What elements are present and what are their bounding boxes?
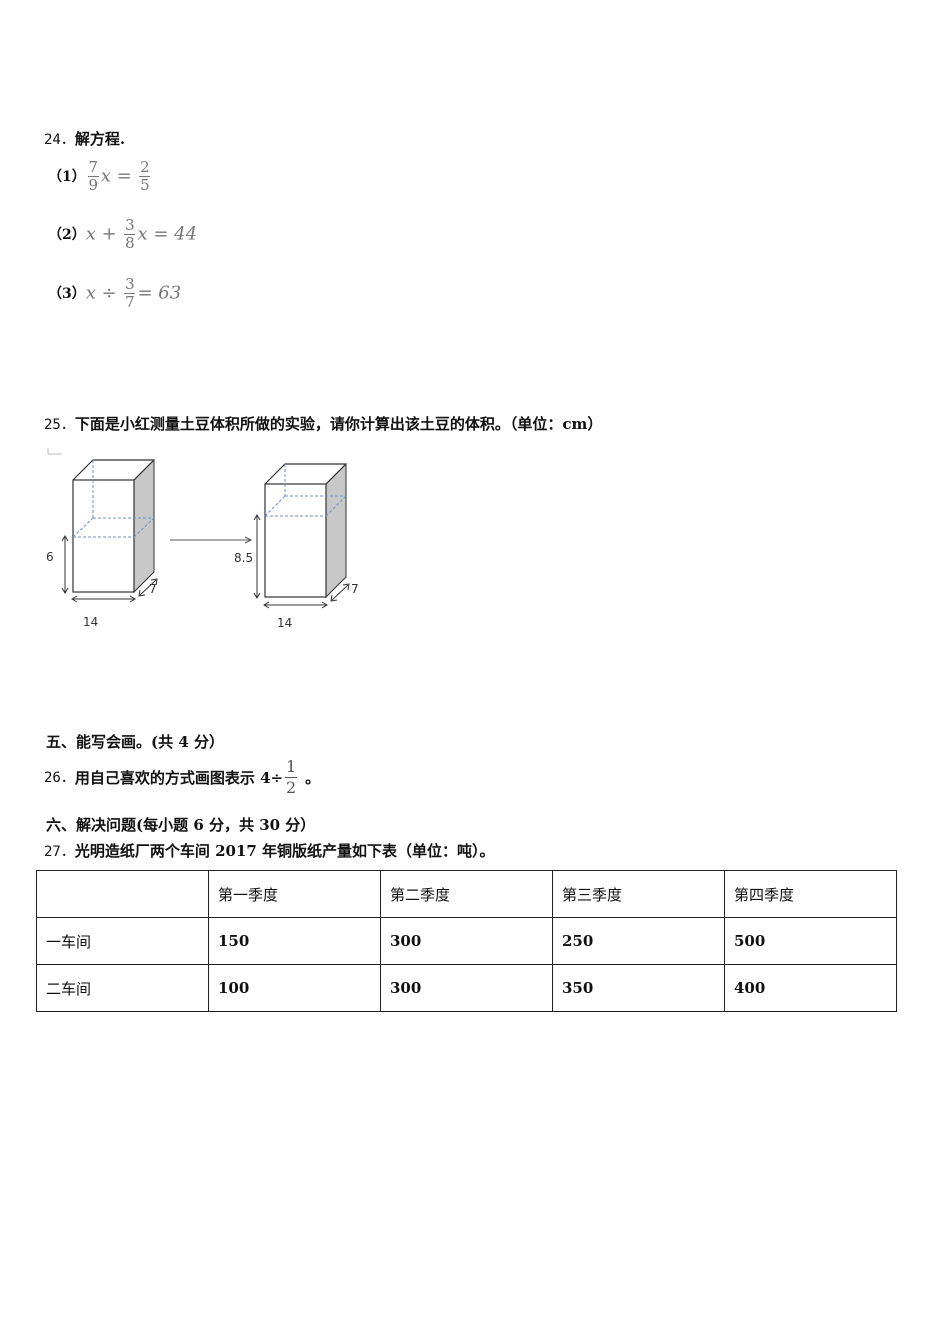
left-depth-label: 7 [149,582,157,596]
table-header-cell [36,870,209,918]
table-header-cell: 第三季度 [552,870,725,918]
table-row: 二车间 100 300 350 400 [36,964,897,1012]
question-text: 下面是小红测量土豆体积所做的实验，请你计算出该土豆的体积。（单位：cm） [74,415,603,433]
table-row: 一车间 150 300 250 500 [36,917,897,965]
left-container-diagram: 6 14 7 [46,458,158,629]
potato-experiment-figure: 6 14 7 8.5 14 7 [46,448,359,630]
table-cell: 350 [552,964,725,1012]
question-text: 用自己喜欢的方式画图表示 4÷ [74,768,284,787]
right-depth-label: 7 [351,582,359,596]
question-number: 27． [44,844,75,860]
question-number: 25． [44,417,75,433]
question-number: 26． [44,770,75,786]
question-text: 光明造纸厂两个车间 2017 年铜版纸产量如下表（单位：吨）。 [74,842,495,860]
table-cell: 300 [380,917,553,965]
q27-heading: 27．光明造纸厂两个车间 2017 年铜版纸产量如下表（单位：吨）。 [44,840,495,861]
table-header-row: 第一季度 第二季度 第三季度 第四季度 [36,870,897,918]
left-height-label: 6 [46,550,54,564]
q25-heading: 25．下面是小红测量土豆体积所做的实验，请你计算出该土豆的体积。（单位：cm） [44,413,602,434]
right-height-label: 8.5 [234,551,253,565]
row-label-cell: 二车间 [36,964,209,1012]
table-cell: 300 [380,964,553,1012]
production-table: 第一季度 第二季度 第三季度 第四季度 一车间 150 300 250 500 … [36,870,897,1012]
table-header-cell: 第一季度 [208,870,381,918]
section-five-title: 五、能写会画。(共 4 分） [46,733,224,751]
row-label-cell: 一车间 [36,917,209,965]
left-width-label: 14 [83,615,98,629]
table-cell: 100 [208,964,381,1012]
equation-label: （2） [48,227,86,243]
right-width-label: 14 [277,616,292,630]
q24-heading: 24．解方程. [44,128,125,149]
table-cell: 400 [724,964,897,1012]
equation-label: （1） [48,169,86,185]
table-header-cell: 第四季度 [724,870,897,918]
equation-label: （3） [48,286,86,302]
table-cell: 500 [724,917,897,965]
question-number: 24． [44,132,75,148]
table-cell: 150 [208,917,381,965]
question-title: 解方程. [74,130,126,148]
section-six-title: 六、解决问题(每小题 6 分，共 30 分） [46,816,316,834]
table-header-cell: 第二季度 [380,870,553,918]
table-cell: 250 [552,917,725,965]
right-container-diagram: 8.5 14 7 [234,462,359,630]
